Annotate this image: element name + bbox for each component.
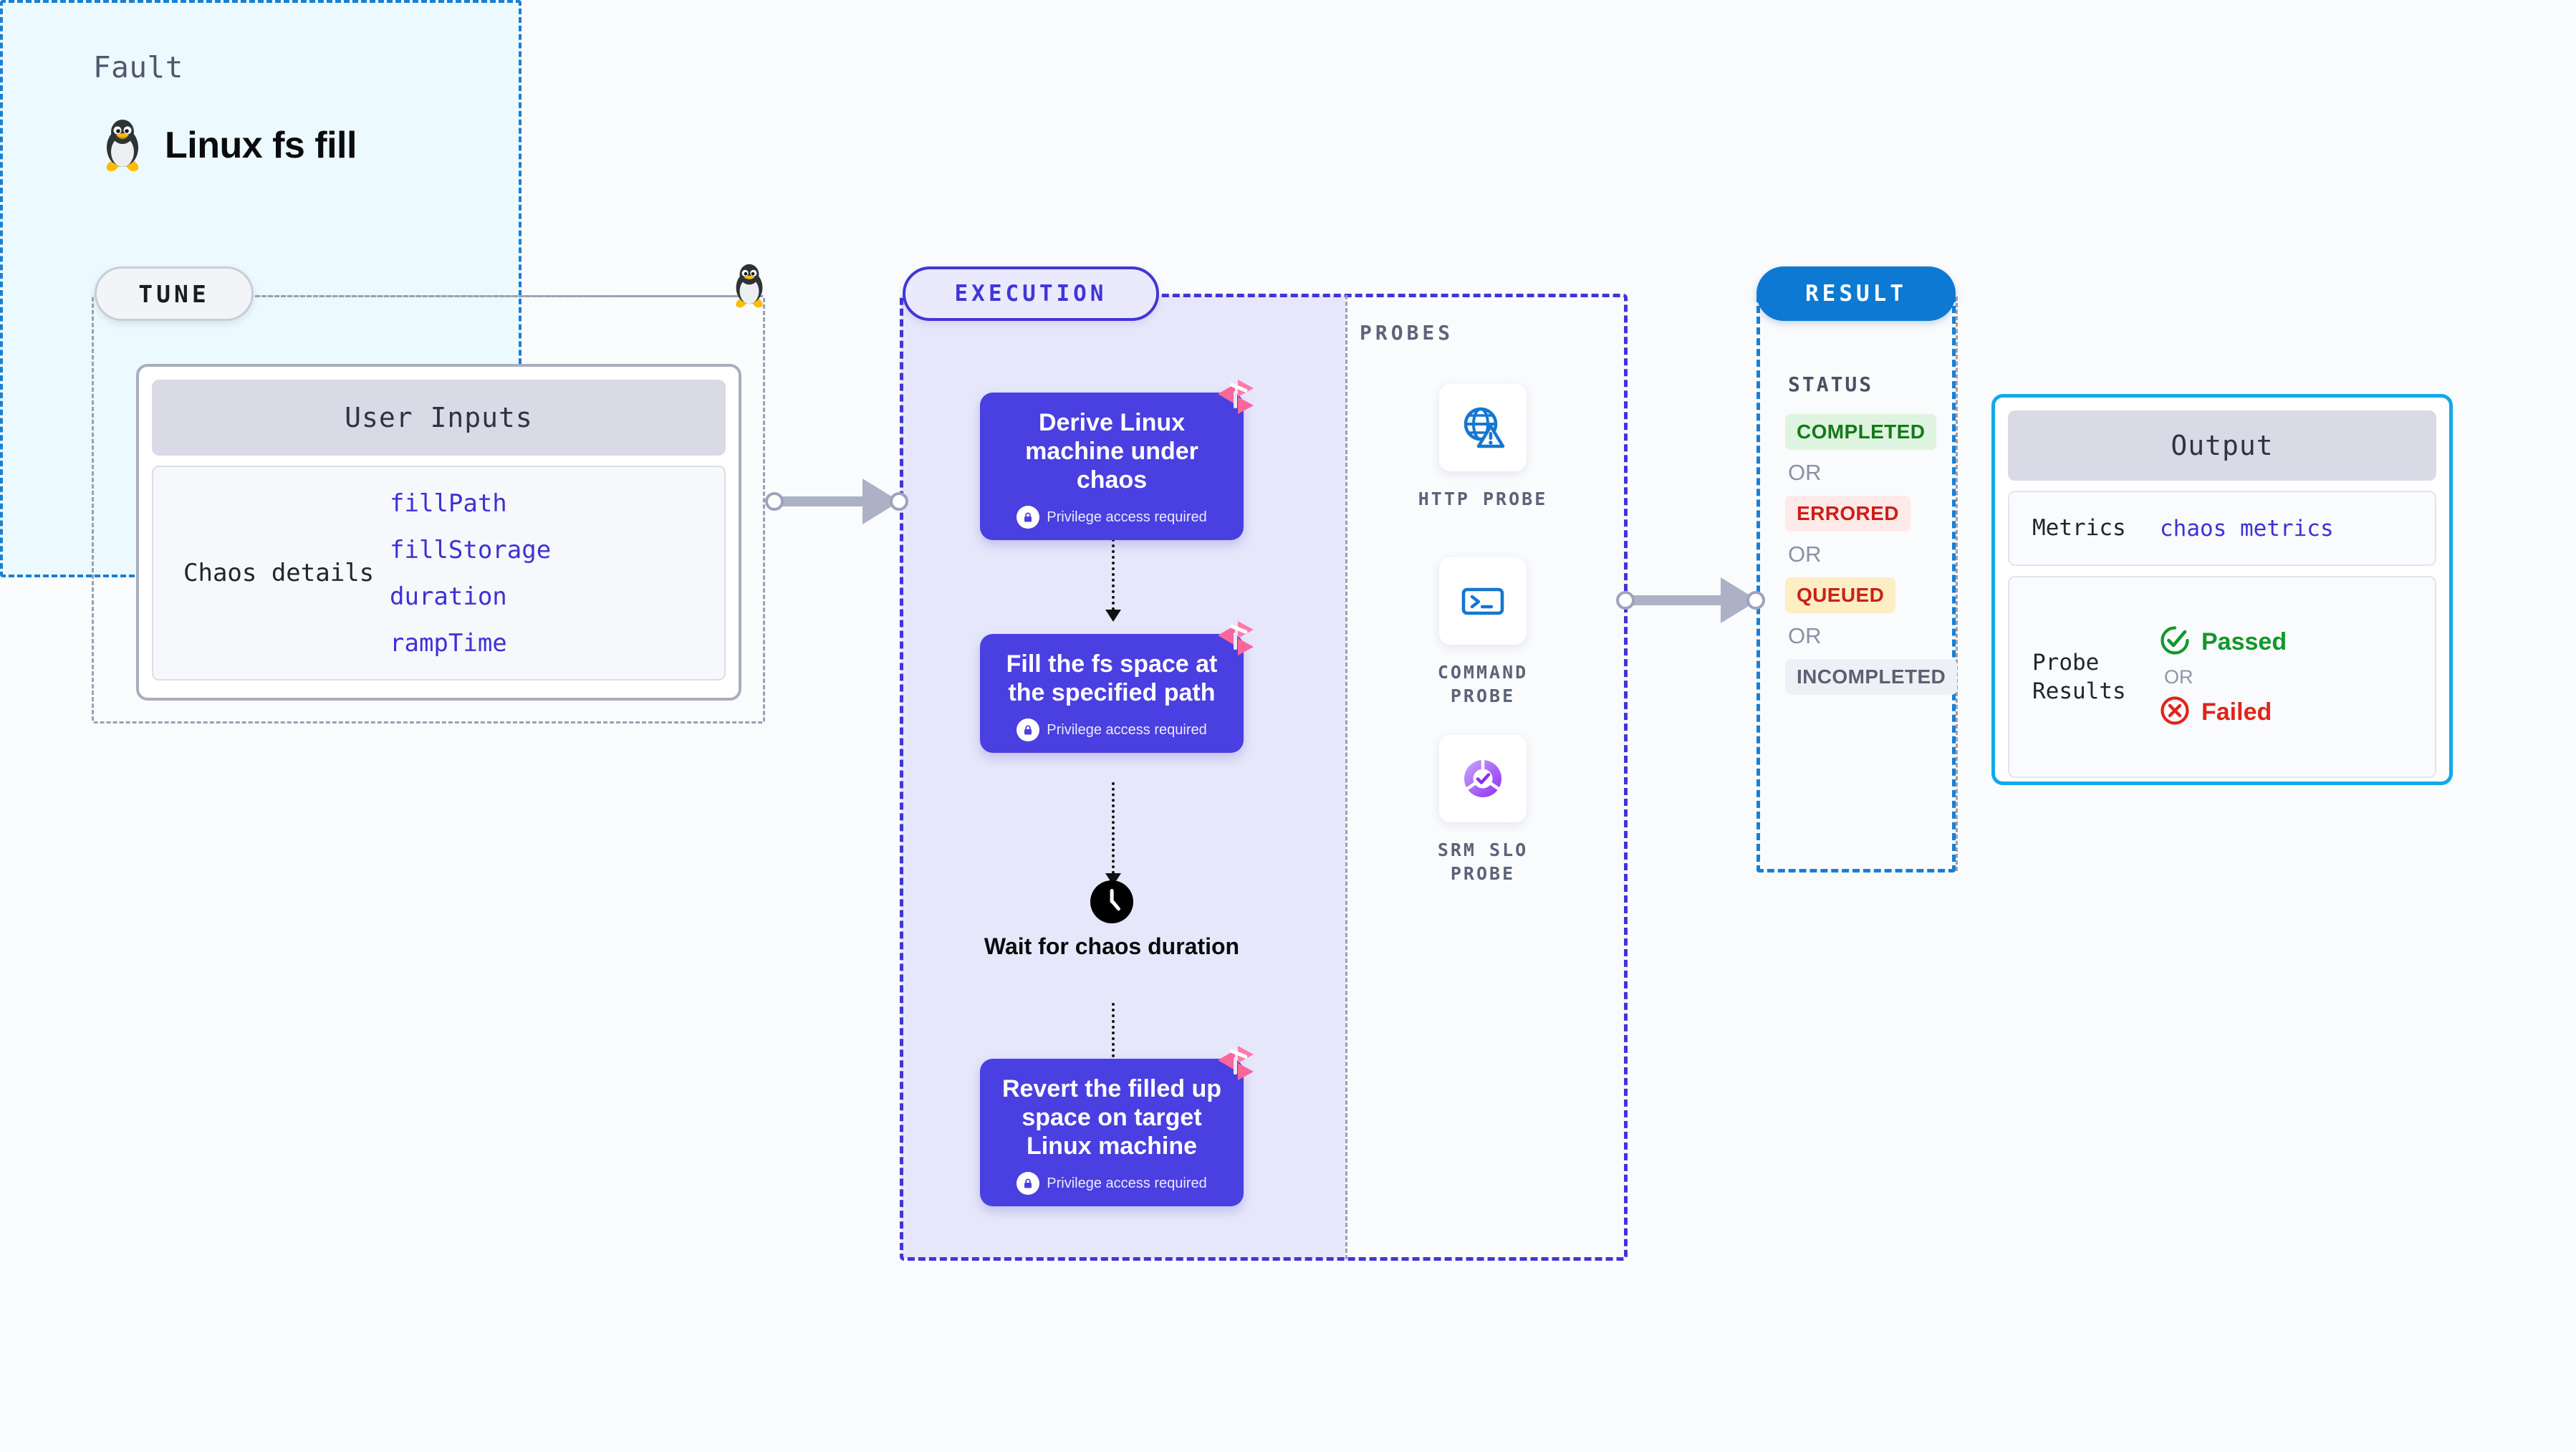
globe-warning-icon [1439,384,1527,471]
result-pill[interactable]: RESULT [1756,266,1956,321]
status-or-1: OR [1788,460,1822,485]
probe-result-passed: Passed [2160,625,2287,659]
x-circle-icon [2160,696,2190,729]
probe-http-label: HTTP PROBE [1418,489,1548,509]
probes-label: PROBES [1360,321,1454,345]
output-metrics-value[interactable]: chaos metrics [2160,515,2334,542]
fault-kicker: Fault [93,50,183,85]
output-metrics-row: Metrics chaos metrics [2008,491,2436,566]
status-badge-errored: ERRORED [1785,496,1911,532]
output-probe-results-label: Probe Results [2032,649,2126,704]
execution-probes-section [900,294,1628,1261]
probe-result-failed-text: Failed [2201,698,2272,726]
output-metrics-label: Metrics [2032,515,2126,542]
page-title: Linux fs fill [100,118,357,173]
status-badge-incompleted: INCOMPLETED [1785,659,1958,695]
harness-chaos-logo-icon [1213,375,1258,420]
tune-dashed-connector [255,295,761,297]
wait-node: Wait for chaos duration [980,880,1244,960]
chaos-details-row: Chaos details fillPath fillStorage durat… [152,466,726,681]
execution-step-2-title: Fill the fs space at the specified path [1006,650,1218,707]
tune-pill[interactable]: TUNE [95,266,254,321]
execution-step-3-privilege: Privilege access required [994,1172,1229,1196]
execution-step-2[interactable]: Fill the fs space at the specified path … [980,621,1254,754]
execution-step-1-title: Derive Linux machine under chaos [1025,409,1198,494]
execution-pill[interactable]: EXECUTION [903,266,1159,321]
harness-chaos-logo-icon [1213,617,1258,661]
check-circle-icon [2160,625,2190,659]
harness-chaos-logo-icon [1213,1042,1258,1086]
status-list: COMPLETED OR ERRORED OR QUEUED OR INCOMP… [1785,414,1958,695]
input-ramptime[interactable]: rampTime [390,628,507,658]
execution-step-3[interactable]: Revert the filled up space on target Lin… [980,1046,1254,1207]
lock-icon [1017,718,1040,742]
probe-http[interactable]: HTTP PROBE [1404,384,1562,511]
flow-arrow-1 [1105,539,1121,622]
probe-result-or: OR [2164,665,2193,688]
probe-command-label: COMMAND PROBE [1437,662,1529,706]
clock-icon [1090,880,1134,924]
execution-step-1-privilege: Privilege access required [994,506,1229,529]
result-divider [1956,297,1958,871]
execution-step-3-title: Revert the filled up space on target Lin… [1001,1075,1222,1160]
execution-step-2-privilege: Privilege access required [994,718,1229,742]
tune-linux-penguin-icon [731,263,768,312]
status-badge-completed: COMPLETED [1785,414,1937,450]
user-inputs-card: User Inputs Chaos details fillPath fillS… [136,364,741,701]
output-card: Output Metrics chaos metrics Probe Resul… [1991,394,2453,785]
lock-icon [1017,506,1040,529]
chaos-details-values: fillPath fillStorage duration rampTime [390,489,551,658]
probe-result-values: Passed OR Failed [2160,625,2287,729]
probes-divider [1345,295,1347,1259]
probe-srm-slo-label: SRM SLO PROBE [1437,840,1529,884]
execution-step-1-privilege-text: Privilege access required [1047,509,1207,525]
user-inputs-header: User Inputs [152,380,726,456]
chaos-details-label: Chaos details [183,559,375,587]
input-duration[interactable]: duration [390,582,507,611]
execution-step-1[interactable]: Derive Linux machine under chaos Privile… [980,380,1254,541]
wait-node-label: Wait for chaos duration [984,933,1240,959]
output-probe-results-row: Probe Results Passed OR [2008,576,2436,778]
execution-step-3-privilege-text: Privilege access required [1047,1175,1207,1191]
probe-result-failed: Failed [2160,696,2287,729]
status-or-3: OR [1788,623,1822,648]
status-or-2: OR [1788,542,1822,567]
page-title-text: Linux fs fill [165,125,357,166]
input-fillstorage[interactable]: fillStorage [390,535,552,564]
execution-step-2-privilege-text: Privilege access required [1047,721,1207,738]
output-header: Output [2008,410,2436,481]
slo-check-icon [1439,735,1527,822]
status-heading: STATUS [1788,372,1874,396]
linux-penguin-icon [100,118,145,173]
input-fillpath[interactable]: fillPath [390,489,507,518]
flow-arrow-2 [1105,782,1121,885]
lock-icon [1017,1172,1040,1196]
probe-command[interactable]: COMMAND PROBE [1404,557,1562,708]
terminal-icon [1439,557,1527,645]
probe-result-passed-text: Passed [2201,628,2287,655]
probe-srm-slo[interactable]: SRM SLO PROBE [1404,735,1562,885]
status-badge-queued: QUEUED [1785,577,1896,613]
